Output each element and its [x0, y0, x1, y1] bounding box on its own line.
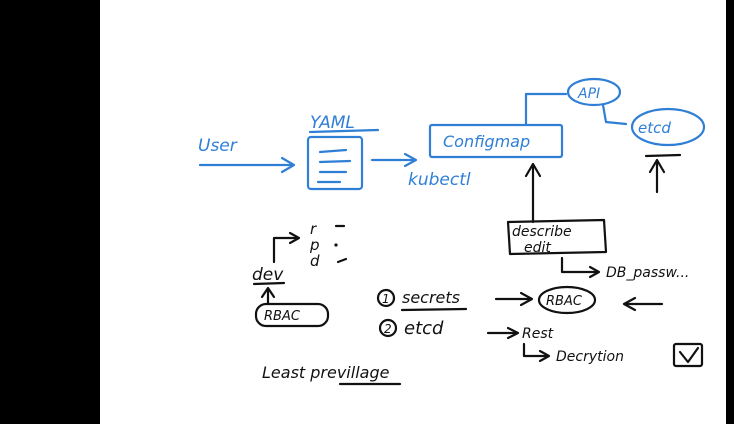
number-one-circle — [376, 288, 396, 308]
d-label: d — [310, 252, 320, 270]
rbac-left-label: RBAC — [264, 309, 301, 324]
arrow-head-up-to-configmap — [524, 162, 542, 178]
api-bubble — [566, 77, 622, 107]
line-configmap-to-api — [524, 92, 568, 126]
checked-box-icon — [672, 342, 704, 368]
arrow-head-up-to-etcd — [648, 158, 666, 174]
number-two-circle — [378, 318, 398, 338]
document-icon — [306, 135, 364, 191]
yaml-label: YAML — [310, 113, 355, 133]
least-privilege-label: Least previllage — [262, 363, 390, 382]
etcd-dark-label: etcd — [404, 318, 444, 339]
edit-label: edit — [524, 240, 551, 256]
p-dot — [334, 243, 338, 247]
arrow-head-to-db-password — [588, 265, 601, 279]
number-one-label: 1 — [382, 292, 390, 306]
decryption-label: Decrytion — [556, 349, 624, 365]
secrets-label: secrets — [402, 288, 460, 307]
etcd-underline — [644, 153, 682, 158]
p-label: p — [309, 236, 320, 254]
dev-underline — [252, 281, 286, 286]
arrow-to-decryption — [522, 342, 550, 358]
kubectl-label: kubectl — [408, 170, 471, 190]
configmap-box — [428, 123, 564, 159]
rbac-right-label: RBAC — [546, 294, 583, 309]
arrow-head-etcd-to-rest — [506, 326, 520, 340]
user-label: User — [198, 136, 238, 156]
arrow-to-rpd — [272, 236, 300, 264]
etcd-bubble-label: etcd — [638, 119, 671, 137]
secrets-underline — [400, 307, 468, 312]
describe-edit-box — [506, 218, 608, 256]
d-dash — [336, 257, 348, 264]
arrow-head-yaml-to-configmap — [403, 152, 418, 168]
left-frame-bar — [0, 0, 100, 424]
line-api-to-etcd — [601, 103, 628, 126]
arrow-head-up-to-dev — [260, 286, 276, 299]
dev-label: dev — [252, 265, 284, 285]
right-frame-bar — [726, 0, 734, 424]
top-margin — [0, 0, 734, 38]
api-label: API — [577, 86, 600, 102]
describe-label: describe — [512, 224, 572, 240]
number-two-label: 2 — [384, 322, 392, 336]
arrow-to-db-password — [560, 256, 600, 274]
configmap-label: Configmap — [443, 132, 530, 151]
arrow-head-into-rbac — [622, 296, 637, 312]
etcd-bubble — [630, 107, 706, 147]
rbac-left-box — [254, 302, 330, 328]
rbac-right-bubble — [537, 285, 597, 315]
yaml-underline — [308, 128, 380, 134]
db-password-label: DB_passw... — [606, 265, 689, 281]
r-label: r — [310, 220, 317, 238]
arrow-head-secrets-to-rbac — [519, 291, 534, 307]
rest-label: Rest — [522, 326, 554, 342]
arrow-head-user-to-yaml — [280, 156, 296, 174]
arrow-head-to-decryption — [538, 349, 551, 363]
arrow-head-to-rpd — [288, 231, 301, 245]
whiteboard-canvas — [100, 38, 726, 424]
